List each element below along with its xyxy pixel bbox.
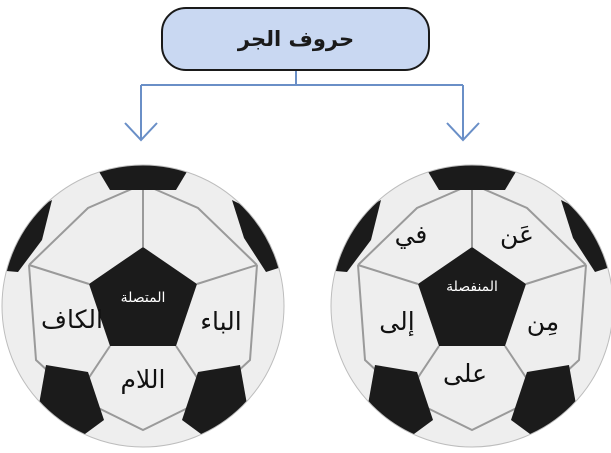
right-word-an: عَن	[500, 220, 534, 249]
connector-lines	[140, 62, 464, 140]
center-patch	[418, 247, 526, 346]
right-word-fi: في	[395, 220, 428, 249]
left-soccer-ball: المتصلة الباء اللام الكاف	[1, 164, 285, 448]
left-word-ba: الباء	[200, 307, 241, 336]
title-box: حروف الجر	[161, 7, 430, 71]
left-arrow-head	[124, 122, 158, 142]
center-patch	[89, 247, 197, 346]
left-word-kaf: الكاف	[41, 305, 103, 334]
right-arrow-head	[446, 122, 480, 142]
left-word-lam: اللام	[121, 365, 166, 394]
right-center-label: المنفصلة	[446, 279, 498, 295]
right-word-min: مِن	[527, 307, 559, 336]
right-soccer-ball: المنفصلة عَن مِن على إلى في	[330, 164, 611, 448]
title-text: حروف الجر	[237, 27, 354, 51]
left-center-label: المتصلة	[121, 290, 166, 306]
right-word-ala: على	[443, 359, 487, 388]
right-word-ila: إلى	[379, 307, 414, 337]
